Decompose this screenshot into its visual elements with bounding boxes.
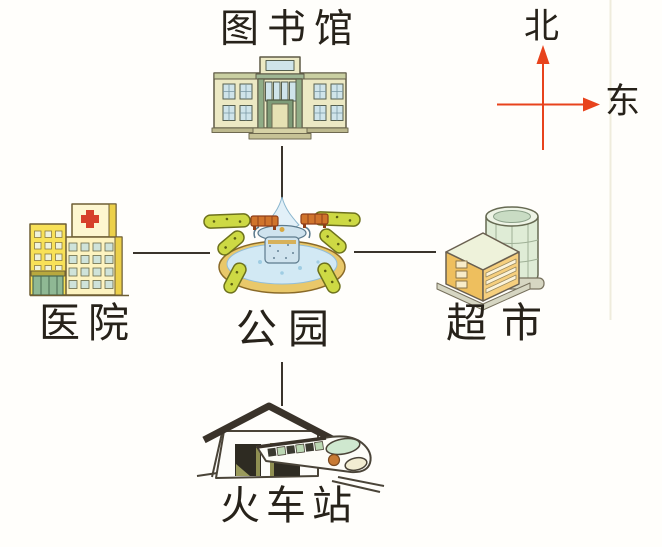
train-station-label: 火车站: [220, 483, 358, 528]
connector-lines: [133, 146, 436, 406]
east-label: 东: [605, 82, 641, 121]
north-label: 北: [524, 7, 560, 46]
hospital-label: 医院: [39, 300, 137, 346]
train-icon: [256, 435, 385, 493]
hospital-icon: [29, 203, 129, 297]
park-icon: [203, 196, 361, 294]
rail-lines: [331, 476, 385, 493]
library-icon: [211, 56, 349, 140]
basin-speckles: [269, 244, 294, 259]
bench-icons: [250, 213, 329, 230]
supermarket-icon: [436, 206, 545, 311]
park-label: 公园: [236, 306, 340, 352]
train-station-icon: [196, 402, 385, 493]
compass-rose: [497, 45, 600, 150]
north-arrow-icon: [536, 45, 550, 64]
supermarket-label: 超市: [446, 300, 556, 346]
station-roof: [202, 402, 336, 444]
library-label: 图书馆: [220, 8, 362, 51]
east-arrow-icon: [583, 97, 600, 112]
